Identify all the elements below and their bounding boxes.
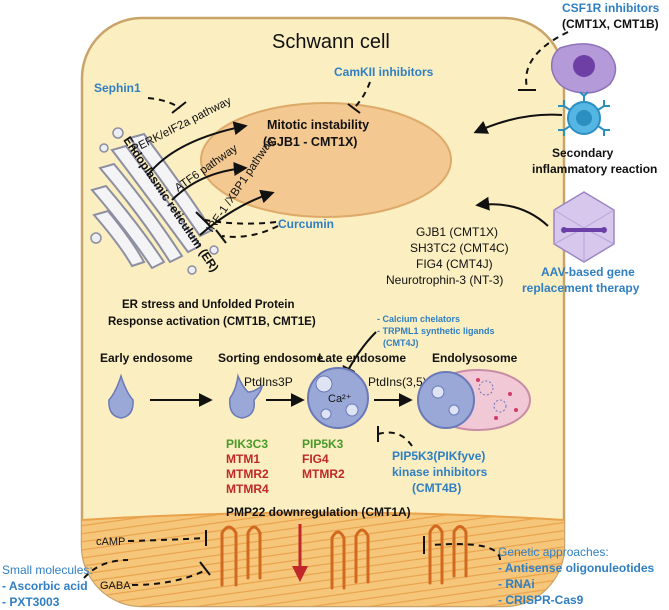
inflammation-arrow [473, 113, 563, 134]
stage-endolysosome: Endolysosome [432, 351, 518, 365]
sorting-endosome-icon [229, 373, 263, 419]
csf1r-line2: (CMT1X, CMT1B) [562, 17, 659, 31]
inflammation-line1: Secondary [552, 146, 614, 160]
calcium-chelators-line3: (CMT4J) [383, 338, 419, 348]
genetic-item: - CRISPR-Cas9 [498, 593, 584, 607]
sephin1-inhibit-line [147, 97, 181, 109]
camp-inhibit-line [127, 537, 206, 542]
late-endosome-icon [307, 367, 369, 429]
sephin1-label: Sephin1 [94, 81, 141, 95]
curcumin-inhibit-bar-2 [215, 229, 227, 244]
small-molecules-heading: Small molecules: [2, 563, 93, 577]
er-stress-line1: ER stress and Unfolded Protein [122, 299, 295, 311]
gene-label: PIK3C3 [226, 437, 268, 451]
sephin1-inhibit-bar [171, 101, 187, 114]
camkii-inhibit-bar [347, 103, 361, 114]
gaba-label: GABA [100, 580, 131, 592]
aav-virus-icon [553, 191, 615, 263]
curcumin-inhibit-bar [195, 211, 211, 227]
aav-therapy-line1: AAV-based gene [541, 265, 635, 279]
early-endosome-icon [108, 373, 134, 419]
gene-item: FIG4 (CMT4J) [416, 257, 493, 271]
curcumin-inhibit-line [204, 219, 277, 225]
csf1r-line1: CSF1R inhibitors [562, 1, 660, 15]
calcium-label: Ca²⁺ [328, 393, 352, 405]
myelin-band [82, 511, 564, 606]
stage-early-endosome: Early endosome [100, 351, 193, 365]
macrophage-icon [550, 43, 617, 94]
small-molecule-item: - Ascorbic acid [2, 579, 88, 593]
gene-label: PIP5K3 [302, 437, 344, 451]
calcium-chelators-line2: - TRPML1 synthetic ligands [377, 326, 495, 336]
gaba-inhibit-bar [199, 561, 211, 576]
genetic-heading: Genetic approaches: [498, 545, 609, 559]
pmp22-title: PMP22 downregulation (CMT1A) [226, 505, 411, 519]
pip5k3-inhibitors-line2: kinase inhibitors [392, 465, 488, 479]
small-molecules-line [83, 559, 129, 579]
pip5k3-inhibitors-line3: (CMT4B) [412, 481, 461, 495]
csf1r-inhibit-line [525, 31, 569, 89]
camkii-inhibit-line [353, 81, 371, 109]
gene-label: MTMR4 [226, 482, 269, 496]
perk-pathway-arrow [147, 121, 248, 176]
ire1-pathway-arrow [199, 189, 275, 236]
nucleus [200, 102, 452, 218]
gene-label: MTMR2 [226, 467, 269, 481]
nucleus-title: Mitotic instability [267, 118, 369, 132]
gene-label: MTM1 [226, 452, 260, 466]
atf6-pathway-arrow [171, 162, 248, 201]
curcumin-inhibit-line-2 [221, 225, 279, 238]
curcumin-label: Curcumin [278, 217, 334, 231]
small-molecule-item: - PXT3003 [2, 595, 60, 609]
aav-to-genes-arrow [475, 196, 549, 227]
pip5k3-inhibitors-line1: PIP5K3(PIKfyve) [392, 449, 485, 463]
gene-item: Neurotrophin-3 (NT-3) [386, 273, 503, 287]
er-vesicles-icon [90, 127, 219, 275]
camp-label: cAMP [96, 536, 125, 548]
er-stress-line2: Response activation (CMT1B, CMT1E) [108, 316, 316, 328]
aav-therapy-line2: replacement therapy [522, 281, 640, 295]
lipid-ptdins3p: PtdIns3P [244, 375, 293, 389]
stage-sorting-endosome: Sorting endosome [218, 351, 324, 365]
calcium-chelators-line1: - Calcium chelators [377, 314, 460, 324]
gene-label: MTMR2 [302, 467, 345, 481]
gene-label: FIG4 [302, 452, 329, 466]
stage-late-endosome: Late endosome [318, 351, 406, 365]
inflammatory-cell-icon [558, 91, 610, 136]
pip5k3-inhibit-line [377, 431, 413, 447]
genetic-inhibit-line [431, 543, 501, 561]
endoplasmic-reticulum-icon [90, 132, 214, 270]
gaba-inhibit-line [131, 569, 207, 586]
gene-item: SH3TC2 (CMT4C) [410, 241, 509, 255]
gene-item: GJB1 (CMT1X) [416, 225, 498, 239]
downregulation-arrow-icon [292, 524, 308, 582]
genetic-item: - RNAi [498, 577, 535, 591]
genetic-item: - Antisense oligonuleotides [498, 561, 655, 575]
camkii-inhibitors-label: CamKII inhibitors [334, 65, 434, 79]
gene-replacement-list: GJB1 (CMT1X) SH3TC2 (CMT4C) FIG4 (CMT4J)… [386, 225, 509, 287]
pmp22-protein-icon [220, 524, 468, 590]
nucleus-subtitle: (GJB1 - CMT1X) [263, 135, 357, 149]
endolysosome-icon [417, 369, 531, 431]
cell-title: Schwann cell [272, 31, 390, 53]
inflammation-line2: inflammatory reaction [532, 162, 657, 176]
